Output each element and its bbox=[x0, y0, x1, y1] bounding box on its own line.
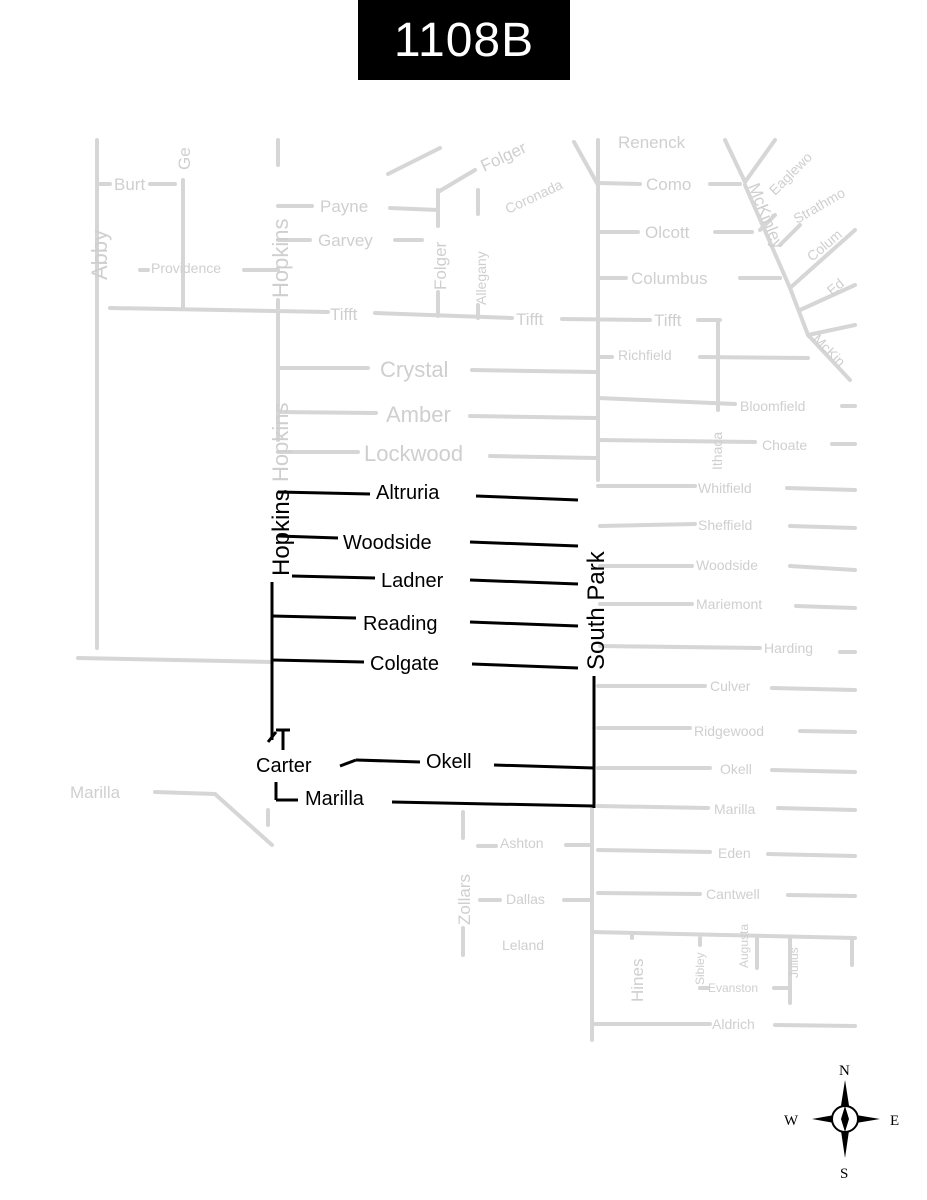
label-route-south-park: South Park bbox=[583, 550, 610, 670]
label-marilla-west: Marilla bbox=[70, 783, 121, 802]
label-aldrich: Aldrich bbox=[712, 1016, 755, 1032]
label-garvey: Garvey bbox=[318, 231, 373, 250]
label-augusta: Augusta bbox=[737, 924, 751, 968]
label-strathmo: Strathmo bbox=[791, 184, 848, 226]
compass-west: W bbox=[784, 1113, 799, 1129]
compass-east: E bbox=[890, 1113, 899, 1129]
label-route-woodside: Woodside bbox=[343, 532, 432, 554]
label-okell: Okell bbox=[720, 761, 752, 777]
label-leland: Leland bbox=[502, 937, 544, 953]
label-route-ladner: Ladner bbox=[381, 570, 444, 592]
label-olcott: Olcott bbox=[645, 223, 690, 242]
label-hopkins-lower: Hopkins bbox=[268, 403, 293, 482]
label-sibley: Sibley bbox=[693, 952, 707, 985]
label-whitfield: Whitfield bbox=[698, 480, 752, 496]
label-ridgewood: Ridgewood bbox=[694, 723, 764, 739]
label-bloomfield: Bloomfield bbox=[740, 398, 805, 414]
label-route-marilla: Marilla bbox=[305, 788, 365, 810]
label-choate: Choate bbox=[762, 437, 807, 453]
label-route-altruria: Altruria bbox=[376, 482, 440, 504]
label-mariemont: Mariemont bbox=[696, 596, 762, 612]
label-sheffield: Sheffield bbox=[698, 517, 752, 533]
label-burt: Burt bbox=[114, 175, 145, 194]
label-route-hopkins: Hopkins bbox=[268, 489, 295, 576]
compass-icon bbox=[812, 1080, 880, 1158]
label-woodside: Woodside bbox=[696, 557, 758, 573]
label-mckinley-2: McKin bbox=[810, 331, 849, 370]
compass-north: N bbox=[839, 1063, 850, 1079]
label-ge: Ge bbox=[175, 147, 194, 170]
label-cantwell: Cantwell bbox=[706, 886, 760, 902]
label-marilla-east: Marilla bbox=[714, 801, 755, 817]
label-eden: Eden bbox=[718, 845, 751, 861]
label-payne: Payne bbox=[320, 197, 368, 216]
label-culver: Culver bbox=[710, 678, 751, 694]
label-ed: Ed bbox=[824, 275, 847, 298]
label-route-colgate: Colgate bbox=[370, 653, 439, 675]
route-street-labels: Hopkins South Park Altruria Woodside Lad… bbox=[256, 482, 610, 810]
background-street-labels: Abby Burt Ge Providence Hopkins Hopkins … bbox=[70, 133, 849, 1032]
label-tifft-2: Tifft bbox=[516, 310, 544, 329]
route-path bbox=[266, 490, 596, 808]
label-harding: Harding bbox=[764, 640, 813, 656]
label-lockwood: Lockwood bbox=[364, 441, 463, 466]
label-route-carter: Carter bbox=[256, 755, 312, 777]
label-route-reading: Reading bbox=[363, 613, 438, 635]
label-ithaca: Ithaca bbox=[709, 432, 725, 470]
label-hines: Hines bbox=[628, 959, 647, 1002]
compass-south: S bbox=[840, 1166, 848, 1182]
label-folger-top: Folger bbox=[478, 138, 530, 176]
label-crystal: Crystal bbox=[380, 357, 448, 382]
route-title: 1108B bbox=[358, 0, 570, 80]
label-providence: Providence bbox=[151, 260, 221, 276]
label-allegany: Allegany bbox=[473, 251, 489, 305]
label-tifft-3: Tifft bbox=[654, 311, 682, 330]
background-streets bbox=[76, 138, 857, 1042]
label-renenck: Renenck bbox=[618, 133, 686, 152]
label-dallas: Dallas bbox=[506, 891, 545, 907]
label-richfield: Richfield bbox=[618, 347, 672, 363]
label-como: Como bbox=[646, 175, 691, 194]
label-eaglewo: Eaglewo bbox=[766, 149, 815, 198]
label-coronada: Coronada bbox=[503, 176, 566, 217]
label-julius: Julius bbox=[787, 947, 801, 978]
label-abby: Abby bbox=[87, 230, 112, 280]
label-tifft-1: Tifft bbox=[330, 305, 358, 324]
label-folger-vertical: Folger bbox=[431, 241, 450, 290]
label-hopkins-upper: Hopkins bbox=[268, 219, 293, 298]
label-route-okell: Okell bbox=[426, 751, 472, 773]
label-ashton: Ashton bbox=[500, 835, 544, 851]
label-evanston: Evanston bbox=[708, 981, 758, 995]
compass-rose: N S W E bbox=[784, 1063, 899, 1182]
label-amber: Amber bbox=[386, 402, 451, 427]
label-zollars: Zollars bbox=[455, 874, 474, 925]
label-columbus: Columbus bbox=[631, 269, 708, 288]
